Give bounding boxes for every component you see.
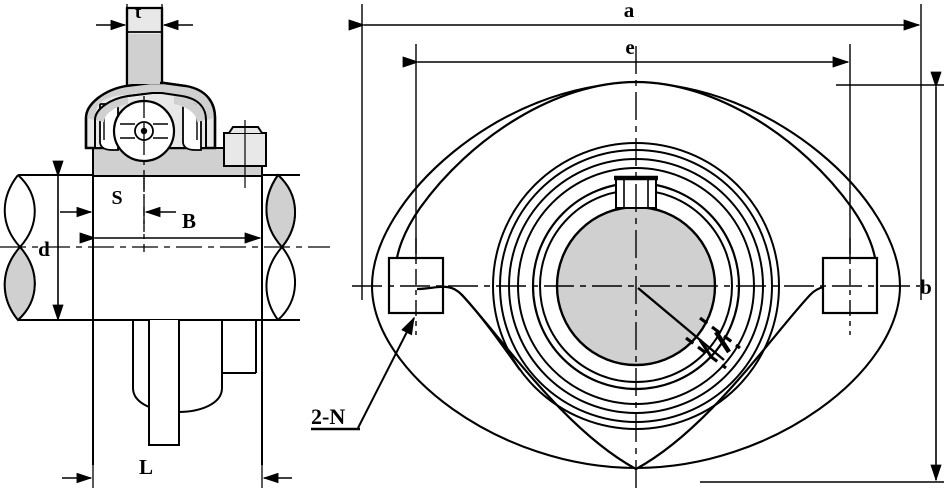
dimension-b-height: b [700,71,944,483]
bolt-note-text: 2-N [311,404,345,429]
housing-collar [92,120,267,188]
dimension-d: d [38,160,64,322]
dim-label-b-width: B [182,209,196,233]
dim-label-t: t [135,2,142,23]
bearing-insert-section [84,6,217,163]
dim-label-a: a [624,0,635,22]
dimension-l: L [62,412,292,488]
bolt-note-annotation: 2-N [311,316,415,431]
dimension-a: a [348,0,922,300]
dim-label-b-height: b [920,275,932,299]
dimension-b-width: B [79,176,263,244]
side-section-view: t S B d L [0,2,330,488]
dim-label-s: S [111,187,122,209]
dim-label-d: d [38,237,50,261]
dim-label-l: L [139,455,153,479]
dimension-t: t [96,2,193,40]
dim-label-e: e [625,35,634,59]
front-face-view: a e b 2-N [311,0,944,488]
dimension-e: e [402,35,851,260]
set-screw-angled [637,287,741,370]
